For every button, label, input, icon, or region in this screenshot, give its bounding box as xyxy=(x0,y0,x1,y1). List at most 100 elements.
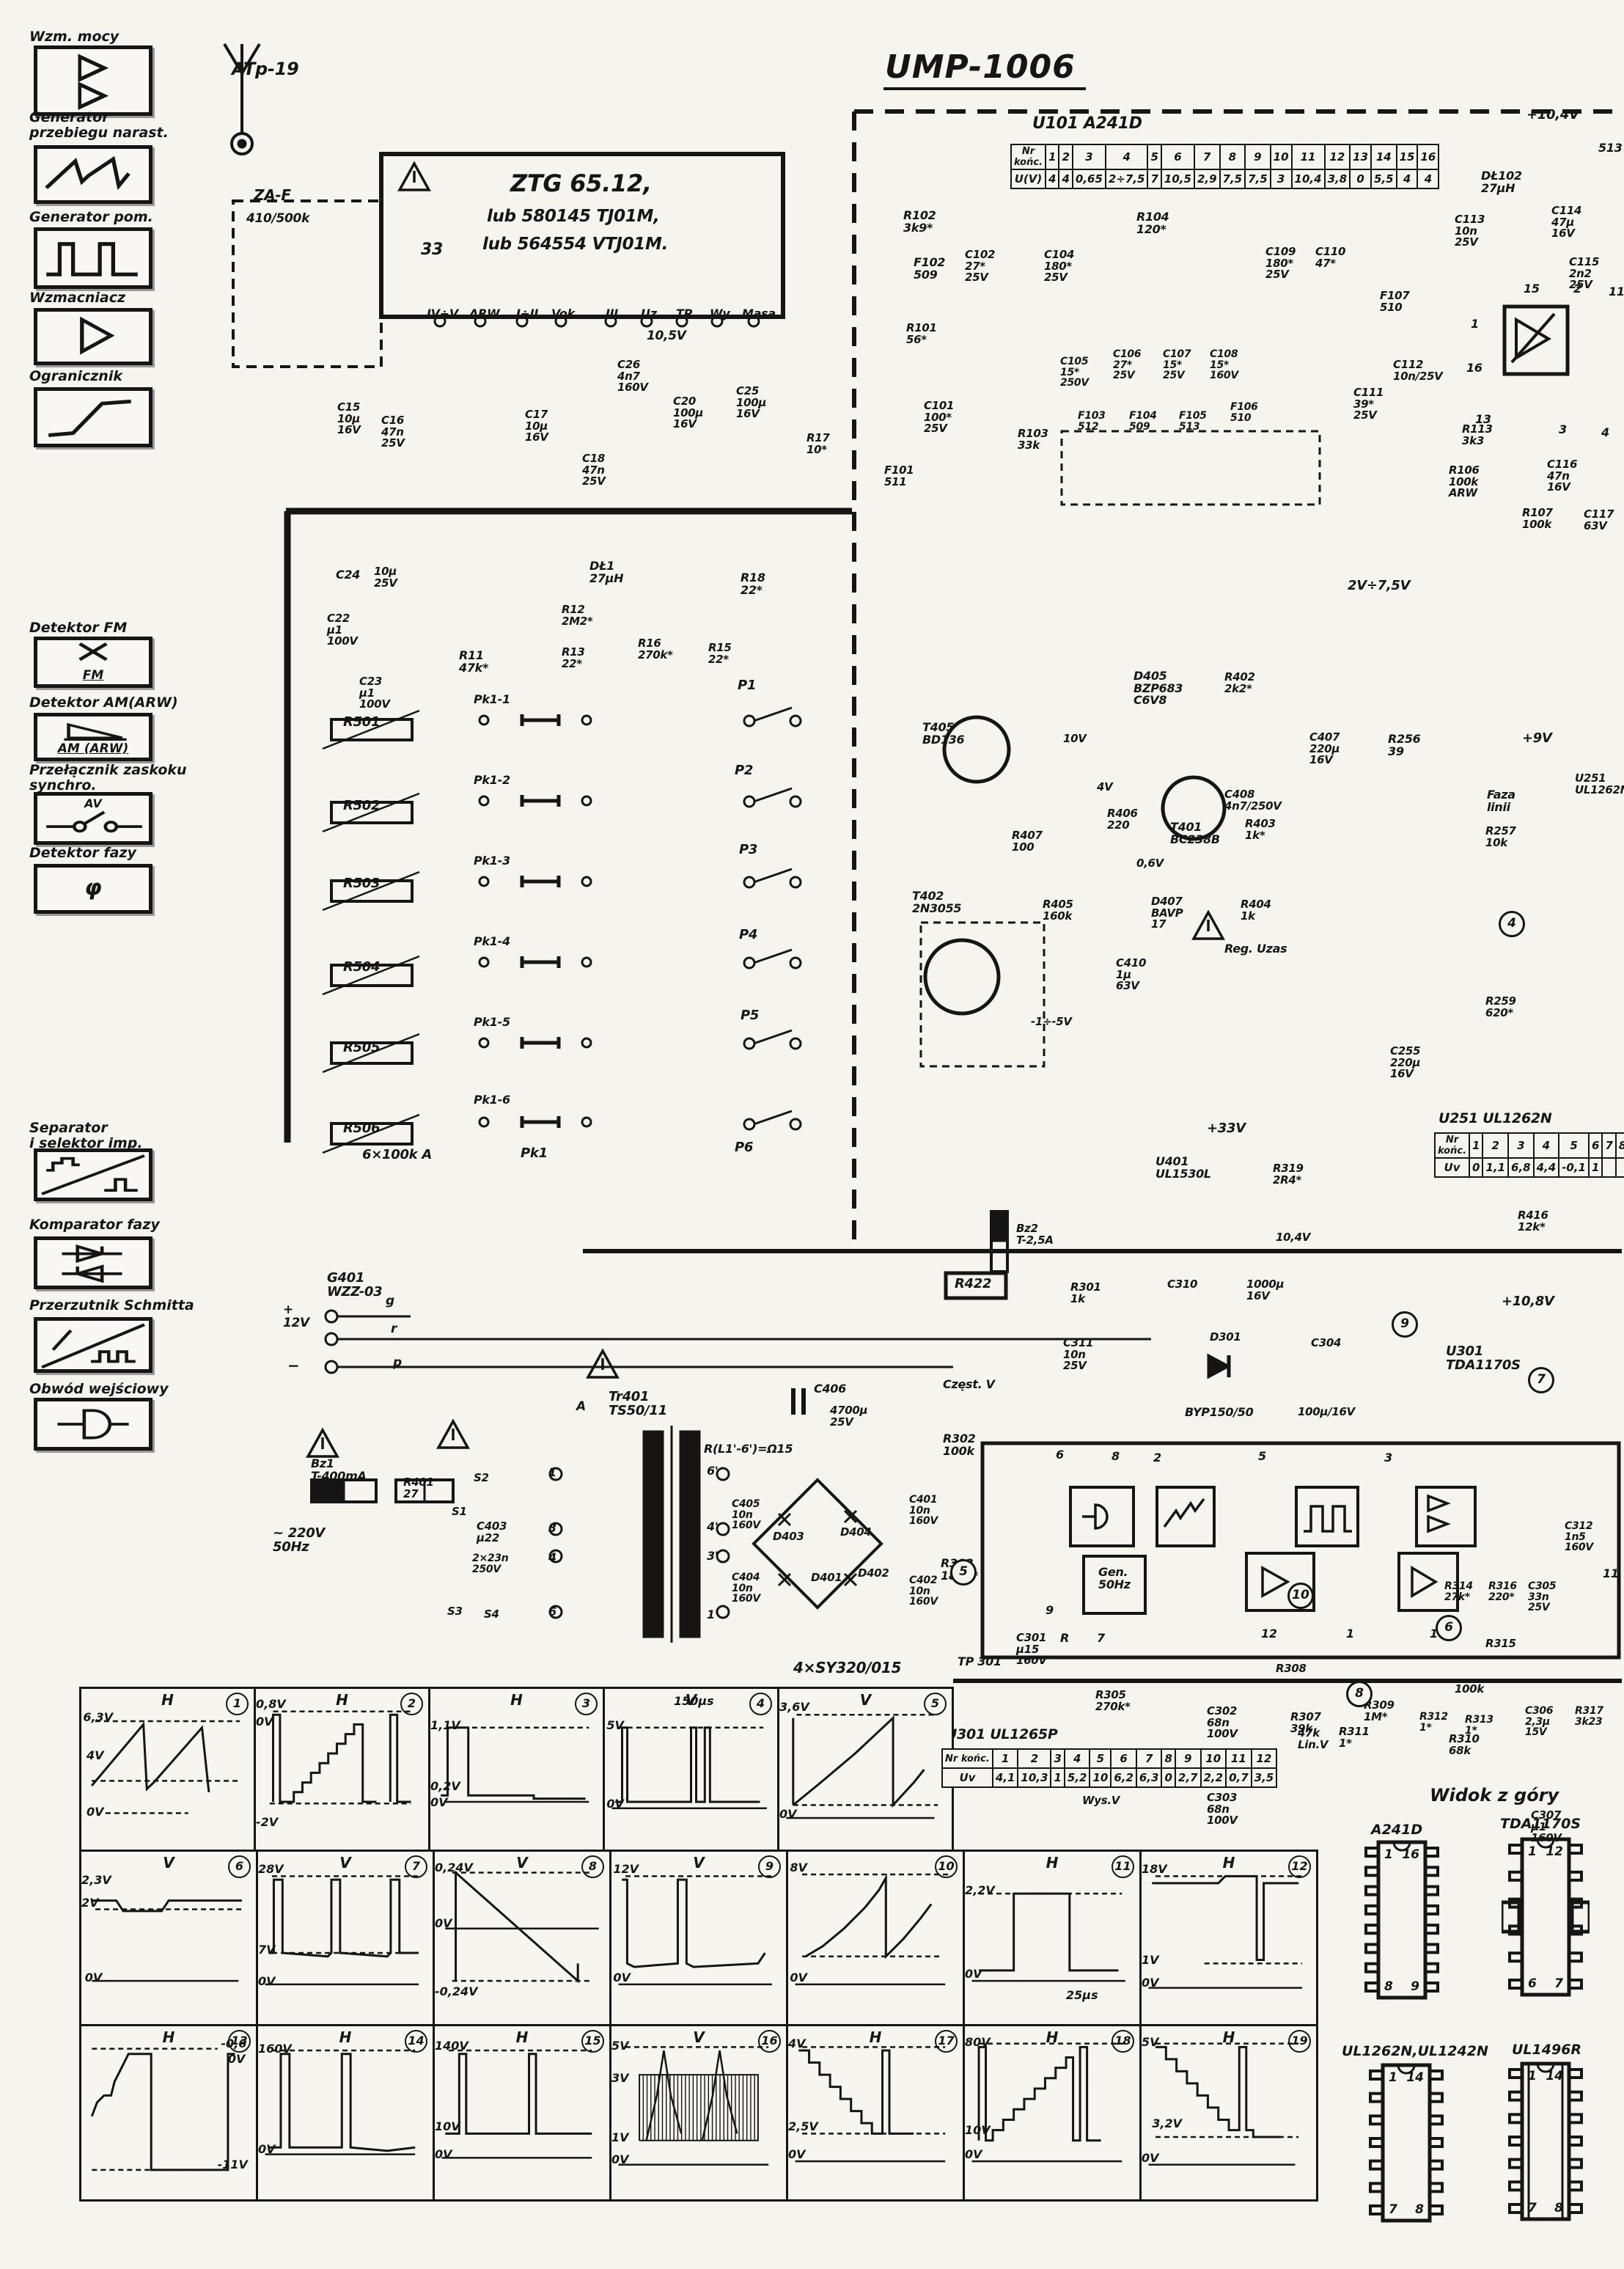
waveform-voltage-label: 0,24V xyxy=(435,1860,473,1874)
sidebar-item-label: Obwód wejściowy xyxy=(29,1381,169,1397)
component-label: 513 xyxy=(1598,141,1623,155)
component-label: R256 39 xyxy=(1388,732,1421,758)
waveform-voltage-label: 150µs xyxy=(674,1693,714,1708)
table-value-cell: 5,2 xyxy=(1063,1767,1091,1788)
waveform-number: 16 xyxy=(758,2030,781,2053)
waveform-voltage-label: 0V xyxy=(1142,2150,1159,2165)
waveform-voltage-label: 160V xyxy=(258,2042,292,2056)
waveform-plot xyxy=(1142,2026,1316,2199)
waveform-voltage-label: 5V xyxy=(606,1718,624,1732)
waveform-plot xyxy=(435,2026,609,2199)
component-label: 4' xyxy=(707,1520,719,1533)
component-label: R310 68k xyxy=(1449,1732,1480,1757)
component-label: C302 68n 100V xyxy=(1207,1704,1238,1741)
component-label: R422 xyxy=(955,1276,992,1291)
dip-corner-pin-number: 14 xyxy=(1406,2070,1424,2085)
component-label: 100k xyxy=(1455,1682,1485,1696)
page-title: UMP-1006 xyxy=(883,48,1086,90)
component-label: R504 xyxy=(343,959,381,975)
table-value-cell: 0,65 xyxy=(1071,169,1106,189)
waveform-voltage-label: 0V xyxy=(435,1916,452,1931)
waveform-axis-letter: H xyxy=(1222,1854,1235,1872)
component-label: ~ 220V 50Hz xyxy=(273,1525,326,1555)
component-label: I÷II xyxy=(516,307,539,320)
waveform-voltage-label: 0V xyxy=(613,1970,631,1984)
table-value-cell: 4 xyxy=(1044,169,1060,189)
table-pin-cell: 5 xyxy=(1147,144,1162,170)
component-label: C255 220µ 16V xyxy=(1390,1044,1421,1081)
fm-icon xyxy=(78,642,108,661)
waveform-voltage-label: 0V xyxy=(256,1715,273,1729)
component-label: C111 39* 25V xyxy=(1353,386,1384,422)
component-label: IV÷V xyxy=(427,307,458,320)
component-label: lub 564554 VTJ01M. xyxy=(482,235,669,254)
component-label: 4700µ 25V xyxy=(830,1404,868,1429)
component-label: U251 UL1262N xyxy=(1575,771,1624,796)
component-label: R316 220* xyxy=(1488,1580,1517,1603)
component-label: 7 xyxy=(1097,1631,1105,1645)
waveform-voltage-label: 8V xyxy=(790,1860,807,1874)
table-pin-cell: 3 xyxy=(1071,144,1106,170)
waveform-number: 17 xyxy=(935,2030,958,2053)
component-label: R17 10* xyxy=(807,431,830,456)
component-label: R113 3k3 xyxy=(1462,422,1493,447)
table-pin-cell: 1 xyxy=(1468,1132,1484,1159)
waveform-voltage-label: 4V xyxy=(788,2037,806,2051)
component-label: P4 xyxy=(739,927,758,942)
table-pin-cell: 13 xyxy=(1349,144,1373,170)
component-label: U251 UL1262N xyxy=(1439,1110,1552,1126)
table-pin-cell: 10 xyxy=(1269,144,1293,170)
component-label: Pk1-5 xyxy=(474,1015,510,1029)
waveform-voltage-label: -0,6 xyxy=(221,2037,247,2051)
table-value-cell: 4,1 xyxy=(991,1767,1019,1788)
component-label: C311 10n 25V xyxy=(1063,1336,1094,1373)
table-value-cell: 4 xyxy=(1417,169,1440,189)
table-pin-cell: 7 xyxy=(1135,1748,1163,1769)
saw-icon xyxy=(45,155,131,191)
component-label: C105 15* 250V xyxy=(1060,356,1089,389)
sidebar-item-label: Wzmacniacz xyxy=(29,290,126,306)
component-label: C15 10µ 16V xyxy=(337,400,361,437)
table-value-cell: 10,5 xyxy=(1160,169,1195,189)
waveform-voltage-label: 5V xyxy=(611,2038,629,2053)
component-label: P1 xyxy=(738,678,757,693)
table-pin-cell: 10 xyxy=(1199,1748,1227,1769)
component-label: P3 xyxy=(739,842,758,857)
waveform-voltage-label: 0V xyxy=(611,2152,629,2167)
pin-marker: 5 xyxy=(950,1559,977,1586)
component-label: 4×SY320/015 xyxy=(793,1659,902,1676)
component-label: R503 xyxy=(343,876,381,891)
component-label: C16 47n 25V xyxy=(381,414,405,450)
table-pin-cell: 6 xyxy=(1160,144,1195,170)
waveform-number: 8 xyxy=(581,1855,604,1878)
component-label: R107 100k xyxy=(1522,506,1553,531)
table-value-cell: 2,7 xyxy=(1174,1767,1202,1788)
component-label: R404 1k xyxy=(1241,898,1271,923)
component-label: D301 xyxy=(1210,1330,1241,1344)
table-value-cell: 0 xyxy=(1349,169,1373,189)
table-value-cell: 1,1 xyxy=(1482,1157,1510,1178)
component-label: R305 270k* xyxy=(1095,1688,1131,1713)
component-label: 5 xyxy=(1258,1449,1266,1463)
table-value-cell: 3,8 xyxy=(1323,169,1351,189)
component-label: C410 1µ 63V xyxy=(1116,956,1147,993)
component-label: C102 27* 25V xyxy=(965,248,996,285)
component-label: 3 xyxy=(1384,1451,1392,1465)
table-value-cell: 5,5 xyxy=(1370,169,1397,189)
component-label: C117 63V xyxy=(1584,507,1614,532)
component-label: R406 220 xyxy=(1107,807,1138,832)
sidebar-item-label: Detektor FM xyxy=(29,620,128,636)
component-label: C101 100* 25V xyxy=(924,399,955,436)
component-label: C405 10n 160V xyxy=(732,1498,760,1532)
component-label: 10,5V xyxy=(647,329,686,343)
component-label: g xyxy=(386,1294,394,1308)
table-pin-cell: 5 xyxy=(1089,1748,1112,1769)
table-value-cell: 4 xyxy=(1395,169,1419,189)
sidebar-block-switch: AV xyxy=(34,792,153,845)
component-label: C407 220µ 16V xyxy=(1309,730,1340,767)
waveform-voltage-label: 2,5V xyxy=(788,2119,818,2134)
